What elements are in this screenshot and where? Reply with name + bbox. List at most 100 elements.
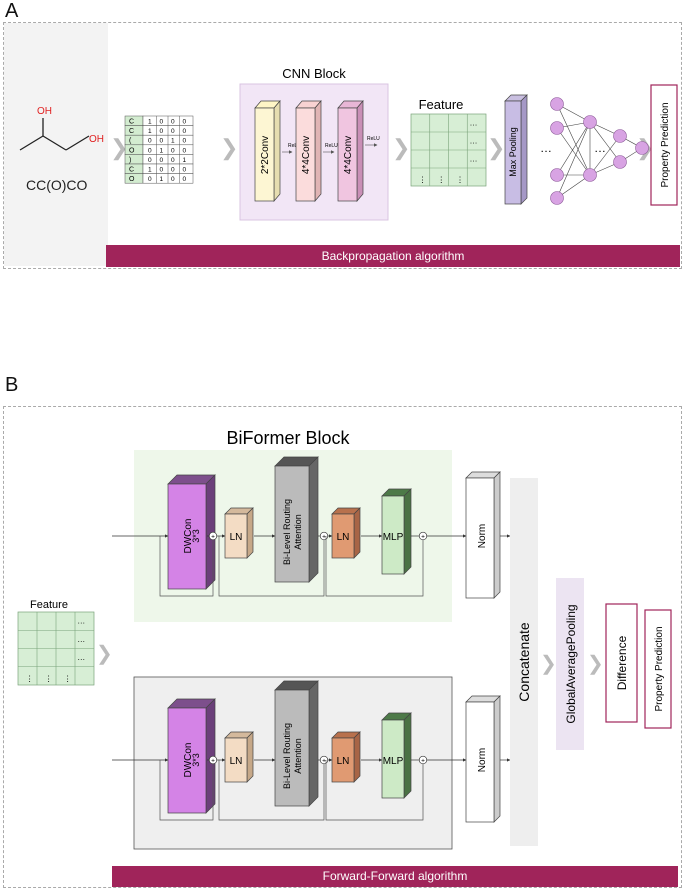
feature-grid: ………⋮⋮⋮ — [410, 113, 487, 187]
neuron-node — [635, 141, 649, 155]
backpropagation-banner: Backpropagation algorithm — [106, 245, 680, 267]
property-prediction-label: Property Prediction — [660, 102, 671, 187]
attention-layer — [274, 456, 319, 583]
norm-label: Norm — [477, 524, 488, 548]
chevron-right-icon: ❯ — [540, 653, 557, 675]
panel-b-frame — [3, 406, 682, 888]
global-pooling-label: GlobalAveragePooling — [564, 604, 578, 723]
dwconv-layer — [167, 698, 216, 814]
feature-vdots: ⋮ — [26, 674, 34, 683]
forward-forward-banner: Forward-Forward algorithm — [112, 866, 678, 887]
matrix-value: 0 — [171, 147, 175, 154]
property-prediction-b-box — [644, 609, 672, 729]
neuron-node — [550, 97, 564, 111]
add-symbol: + — [211, 757, 215, 764]
attention-label-line1: Bi-Level Routing — [282, 499, 292, 565]
matrix-value: 1 — [183, 157, 187, 164]
conv-layer-3 — [337, 100, 364, 202]
feature-grid-b: ………⋮⋮⋮ — [17, 611, 95, 686]
matrix-char: ) — [129, 157, 131, 164]
mlp-layer — [381, 712, 412, 799]
mlp-label: MLP — [383, 532, 404, 543]
norm-label: Norm — [477, 748, 488, 772]
ln-layer — [224, 731, 254, 783]
biformer-title: BiFormer Block — [226, 428, 350, 448]
concatenate-label: Concatenate — [516, 622, 532, 702]
matrix-value: 0 — [183, 176, 187, 183]
relu-label-1: ReLU — [288, 143, 301, 149]
relu-label-3: ReLU — [367, 136, 380, 142]
matrix-value: 0 — [148, 147, 152, 154]
add-node — [208, 531, 218, 541]
matrix-value: 0 — [183, 138, 187, 145]
ln2-label: LN — [337, 532, 350, 543]
matrix-value: 0 — [160, 128, 164, 135]
feature-dots: … — [470, 137, 478, 146]
add-symbol: + — [322, 757, 326, 764]
conv-layer-3-label: 4*4Conv — [343, 136, 354, 174]
matrix-char-cell — [124, 134, 144, 146]
matrix-value: 0 — [160, 119, 164, 126]
chevron-right-icon: ❯ — [587, 653, 604, 675]
feature-title: Feature — [419, 97, 464, 112]
chevron-right-icon: ❯ — [220, 135, 238, 161]
matrix-char: C — [129, 167, 134, 174]
matrix-value: 0 — [148, 138, 152, 145]
ln2-label: LN — [337, 756, 350, 767]
dwconv-size-label: 3*3 — [191, 529, 201, 543]
matrix-char: ( — [129, 138, 132, 145]
matrix-value: 0 — [160, 167, 164, 174]
matrix-value: 0 — [183, 119, 187, 126]
matrix-char: O — [129, 147, 135, 154]
add-node — [418, 531, 428, 541]
feature-dots: … — [77, 653, 85, 662]
matrix-value: 0 — [148, 157, 152, 164]
dwconv-layer — [167, 474, 216, 590]
matrix-value: 0 — [171, 119, 175, 126]
relu-label-2: ReLU — [325, 143, 338, 149]
mlp-layer — [381, 488, 412, 575]
feature-dots: … — [77, 617, 85, 626]
molecule-structure — [19, 118, 90, 151]
neuron-node — [613, 129, 627, 143]
nn-ellipsis-left: … — [540, 141, 552, 155]
ln-label: LN — [230, 532, 243, 543]
conv-layer-2-label: 4*4Conv — [301, 136, 312, 174]
neuron-node — [550, 191, 564, 205]
matrix-value: 1 — [160, 176, 164, 183]
matrix-value: 0 — [148, 176, 152, 183]
conv-layer-1-label: 2*2Conv — [260, 136, 271, 174]
max-pooling-layer — [504, 94, 528, 205]
matrix-value: 1 — [160, 147, 164, 154]
max-pooling-label: Max Pooling — [508, 127, 518, 177]
mlp-label: MLP — [383, 756, 404, 767]
nn-ellipsis-right: … — [594, 141, 606, 155]
feature-dots: … — [77, 635, 85, 644]
matrix-value: 0 — [171, 167, 175, 174]
panel-letter-b: B — [5, 374, 19, 396]
feature-dots: … — [470, 155, 478, 164]
panel-letter-a: A — [5, 0, 19, 22]
feature-vdots: ⋮ — [437, 175, 445, 184]
add-symbol: + — [322, 533, 326, 540]
feature-vdots: ⋮ — [45, 674, 53, 683]
matrix-value: 1 — [148, 119, 152, 126]
dwconv-size-label: 3*3 — [191, 753, 201, 767]
dwconv-label: DWCon — [183, 742, 194, 777]
attention-label-line2: Attention — [293, 514, 303, 550]
neuron-node — [583, 168, 597, 182]
matrix-value: 0 — [171, 157, 175, 164]
dwconv-label: DWCon — [183, 518, 194, 553]
property-prediction-b-label: Property Prediction — [654, 626, 665, 711]
matrix-value: 0 — [171, 176, 175, 183]
attention-label-line2: Attention — [293, 738, 303, 774]
conv-layer-1 — [254, 100, 281, 202]
matrix-value: 0 — [183, 147, 187, 154]
matrix-value: 1 — [148, 128, 152, 135]
matrix-char: C — [129, 119, 134, 126]
chevron-right-icon: ❯ — [96, 643, 113, 665]
neuron-node — [550, 168, 564, 182]
matrix-char: C — [129, 128, 134, 135]
